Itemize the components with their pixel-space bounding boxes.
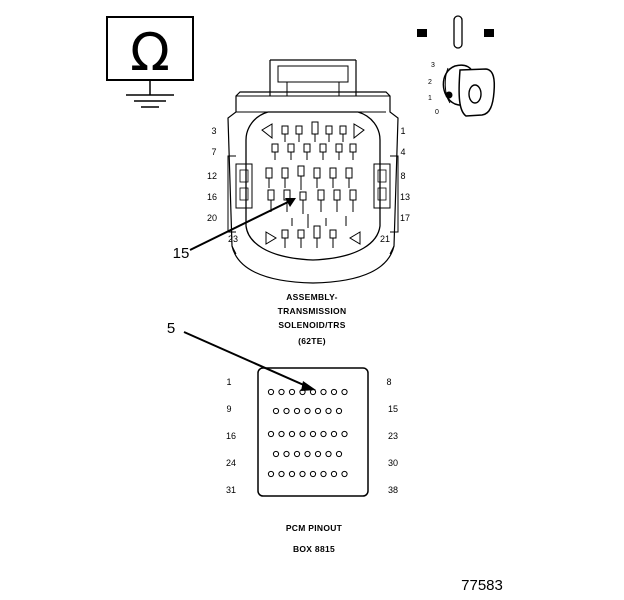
transmission-solenoid-connector: 3 7 12 16 20 23 1 4 8 13 17 21 <box>207 59 410 284</box>
pcm-pin-hole <box>272 407 280 415</box>
connector-label-line-3: SOLENOID/TRS <box>278 320 345 330</box>
pcm-pin-hole <box>304 450 311 458</box>
pcm-pin-hole <box>325 407 332 415</box>
ignition-position-1: 1 <box>428 95 432 102</box>
pcm-pin-hole <box>335 450 343 458</box>
connector-label-line-1: ASSEMBLY- <box>286 292 338 302</box>
pcm-pin-hole <box>278 470 285 478</box>
pcm-pin-16: 16 <box>226 431 236 441</box>
pcm-pin-hole <box>283 450 290 458</box>
pcm-pin-hole <box>325 450 332 458</box>
pcm-pin-hole <box>320 430 327 438</box>
pcm-pin-hole <box>341 430 348 438</box>
pcm-pin-hole <box>320 388 327 396</box>
connector-callout: 15 <box>173 198 296 262</box>
pcm-pinout-box: 1 9 16 24 31 8 15 23 30 38 <box>226 367 398 497</box>
pcm-pin-holes <box>267 388 348 478</box>
pcm-pin-8: 8 <box>386 377 391 387</box>
pcm-pin-hole <box>330 388 338 396</box>
ignition-position-3: 3 <box>431 62 435 69</box>
ignition-position-2: 2 <box>428 79 432 86</box>
connector-pin-13: 13 <box>400 192 410 202</box>
pcm-pin-hole <box>299 470 306 478</box>
pcm-pin-hole <box>288 470 296 478</box>
pcm-pin-hole <box>267 470 275 478</box>
pcm-pin-hole <box>330 470 338 478</box>
connector-label-line-2: TRANSMISSION <box>278 306 347 316</box>
connector-pin-17: 17 <box>400 213 410 223</box>
pcm-pin-15: 15 <box>388 404 398 414</box>
pcm-pin-hole <box>278 388 285 396</box>
pcm-pin-hole <box>320 470 327 478</box>
pcm-pin-31: 31 <box>226 485 236 495</box>
pcm-pin-hole <box>272 450 280 458</box>
pcm-label: PCM PINOUT BOX 8815 <box>286 523 343 554</box>
figure-number: 77583 <box>461 577 503 594</box>
pcm-pin-hole <box>309 470 317 478</box>
pcm-pin-hole <box>288 388 296 396</box>
pcm-pin-hole <box>314 407 322 415</box>
pcm-pin-hole <box>335 407 343 415</box>
pcm-pin-hole <box>293 407 301 415</box>
pcm-pin-hole <box>330 430 338 438</box>
connector-pin-8: 8 <box>400 171 405 181</box>
connector-pin-1: 1 <box>400 126 405 136</box>
connector-pin-12: 12 <box>207 171 217 181</box>
pcm-pin-hole <box>304 407 311 415</box>
pcm-label-line-1: PCM PINOUT <box>286 523 343 533</box>
pcm-pin-30: 30 <box>388 458 398 468</box>
connector-pin-16: 16 <box>207 192 217 202</box>
connector-pin-7: 7 <box>211 147 216 157</box>
pcm-pin-hole <box>283 407 290 415</box>
ohm-symbol: Ω <box>130 23 170 83</box>
callout-15: 15 <box>173 245 190 262</box>
pcm-pin-hole <box>267 430 275 438</box>
pcm-pin-23: 23 <box>388 431 398 441</box>
pcm-pin-hole <box>293 450 301 458</box>
connector-label: ASSEMBLY- TRANSMISSION SOLENOID/TRS (62T… <box>278 292 347 346</box>
ohmmeter-ground-icon: Ω <box>106 16 194 108</box>
pcm-pin-hole <box>278 430 285 438</box>
pcm-pin-1: 1 <box>226 377 231 387</box>
pcm-pin-38: 38 <box>388 485 398 495</box>
pcm-pin-9: 9 <box>226 404 231 414</box>
pcm-pin-hole <box>288 430 296 438</box>
pcm-pin-hole <box>309 430 317 438</box>
pcm-pin-hole <box>267 388 275 396</box>
connector-pin-23: 23 <box>228 234 238 244</box>
ignition-position-0: 0 <box>435 109 439 116</box>
pcm-callout: 5 <box>167 320 316 391</box>
pcm-pin-hole <box>299 430 306 438</box>
pcm-pin-24: 24 <box>226 458 236 468</box>
connector-pin-4: 4 <box>400 147 405 157</box>
pcm-pin-hole <box>341 470 348 478</box>
ignition-key-off-icon: 3 2 1 0 <box>417 15 496 117</box>
pcm-pin-hole <box>341 388 348 396</box>
connector-label-line-4: (62TE) <box>298 336 326 346</box>
callout-5: 5 <box>167 320 175 337</box>
connector-pin-3: 3 <box>211 126 216 136</box>
pcm-label-line-2: BOX 8815 <box>293 544 335 554</box>
pcm-pin-hole <box>314 450 322 458</box>
connector-pin-21: 21 <box>380 234 390 244</box>
connector-pin-20: 20 <box>207 213 217 223</box>
